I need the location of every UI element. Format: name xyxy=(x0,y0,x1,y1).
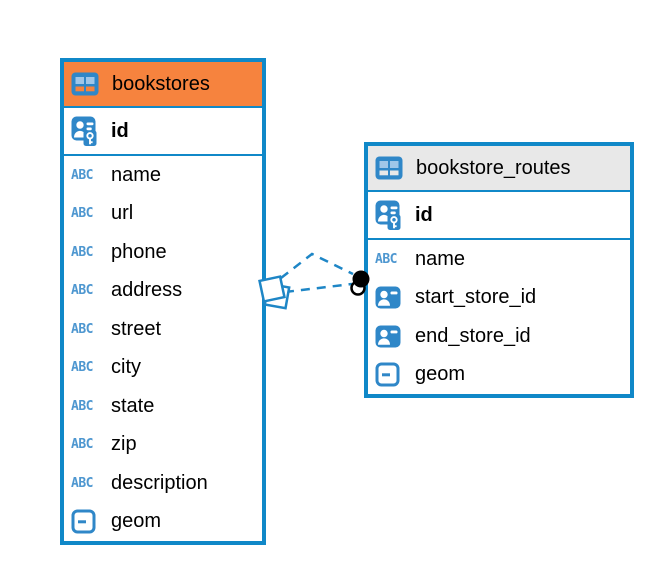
column-row[interactable]: end_store_id xyxy=(368,317,630,356)
column-row[interactable]: start_store_id xyxy=(368,279,630,318)
column-row[interactable]: ABC phone xyxy=(64,233,262,272)
text-icon: ABC xyxy=(71,283,93,299)
text-icon: ABC xyxy=(71,360,93,376)
table-icon xyxy=(375,156,407,180)
relationship-line[interactable] xyxy=(280,252,354,279)
column-row[interactable]: id xyxy=(368,192,630,238)
text-icon: ABC xyxy=(71,206,93,222)
column-row[interactable]: ABC description xyxy=(64,464,262,503)
column-name: city xyxy=(111,356,141,379)
table-title: bookstore_routes xyxy=(416,156,571,179)
column-name: zip xyxy=(111,433,137,456)
column-name: geom xyxy=(111,510,162,533)
column-row[interactable]: geom xyxy=(64,503,262,542)
relationship-line[interactable] xyxy=(284,282,353,294)
column-row[interactable]: ABC name xyxy=(64,156,262,195)
table-header[interactable]: bookstores xyxy=(64,62,262,106)
column-row[interactable]: ABC name xyxy=(368,240,630,279)
column-name: start_store_id xyxy=(415,286,537,309)
text-icon: ABC xyxy=(71,244,93,260)
primary-key-section: id xyxy=(64,106,262,154)
column-name: id xyxy=(415,203,433,226)
column-row[interactable]: geom xyxy=(368,356,630,395)
column-row[interactable]: ABC url xyxy=(64,195,262,234)
column-row[interactable]: ABC street xyxy=(64,310,262,349)
primary-key-section: id xyxy=(368,190,630,238)
column-name: name xyxy=(111,163,162,186)
columns-section: ABC name ABC url ABC phone ABC address A… xyxy=(64,154,262,541)
text-icon: ABC xyxy=(71,437,93,453)
reference-icon xyxy=(375,286,407,309)
text-icon: ABC xyxy=(71,398,93,414)
column-name: id xyxy=(111,119,129,142)
text-icon: ABC xyxy=(71,167,93,183)
column-name: phone xyxy=(111,240,167,263)
table-bookstores[interactable]: bookstores id ABC name ABC url ABC phone… xyxy=(60,58,266,545)
column-row[interactable]: id xyxy=(64,108,262,154)
column-name: name xyxy=(415,247,466,270)
primary-key-icon xyxy=(375,200,407,231)
reference-icon xyxy=(375,325,407,348)
column-row[interactable]: ABC zip xyxy=(64,426,262,465)
column-name: street xyxy=(111,317,162,340)
text-icon: ABC xyxy=(375,251,397,267)
text-icon: ABC xyxy=(71,321,93,337)
table-header[interactable]: bookstore_routes xyxy=(368,146,630,190)
column-name: state xyxy=(111,394,155,417)
table-bookstore_routes[interactable]: bookstore_routes id ABC name start_store… xyxy=(364,142,634,398)
column-name: description xyxy=(111,471,208,494)
geometry-icon xyxy=(375,362,407,387)
column-name: end_store_id xyxy=(415,324,531,347)
table-icon xyxy=(71,72,103,96)
columns-section: ABC name start_store_id end_store_id geo… xyxy=(368,238,630,394)
relationship-source-anchor[interactable] xyxy=(258,275,291,310)
column-row[interactable]: ABC address xyxy=(64,272,262,311)
column-row[interactable]: ABC city xyxy=(64,349,262,388)
text-icon: ABC xyxy=(71,475,93,491)
primary-key-icon xyxy=(71,116,103,147)
geometry-icon xyxy=(71,509,103,534)
column-row[interactable]: ABC state xyxy=(64,387,262,426)
column-name: url xyxy=(111,202,134,225)
relationship-target-anchor[interactable] xyxy=(350,270,370,296)
column-name: geom xyxy=(415,363,466,386)
table-title: bookstores xyxy=(112,72,210,95)
column-name: address xyxy=(111,279,183,302)
